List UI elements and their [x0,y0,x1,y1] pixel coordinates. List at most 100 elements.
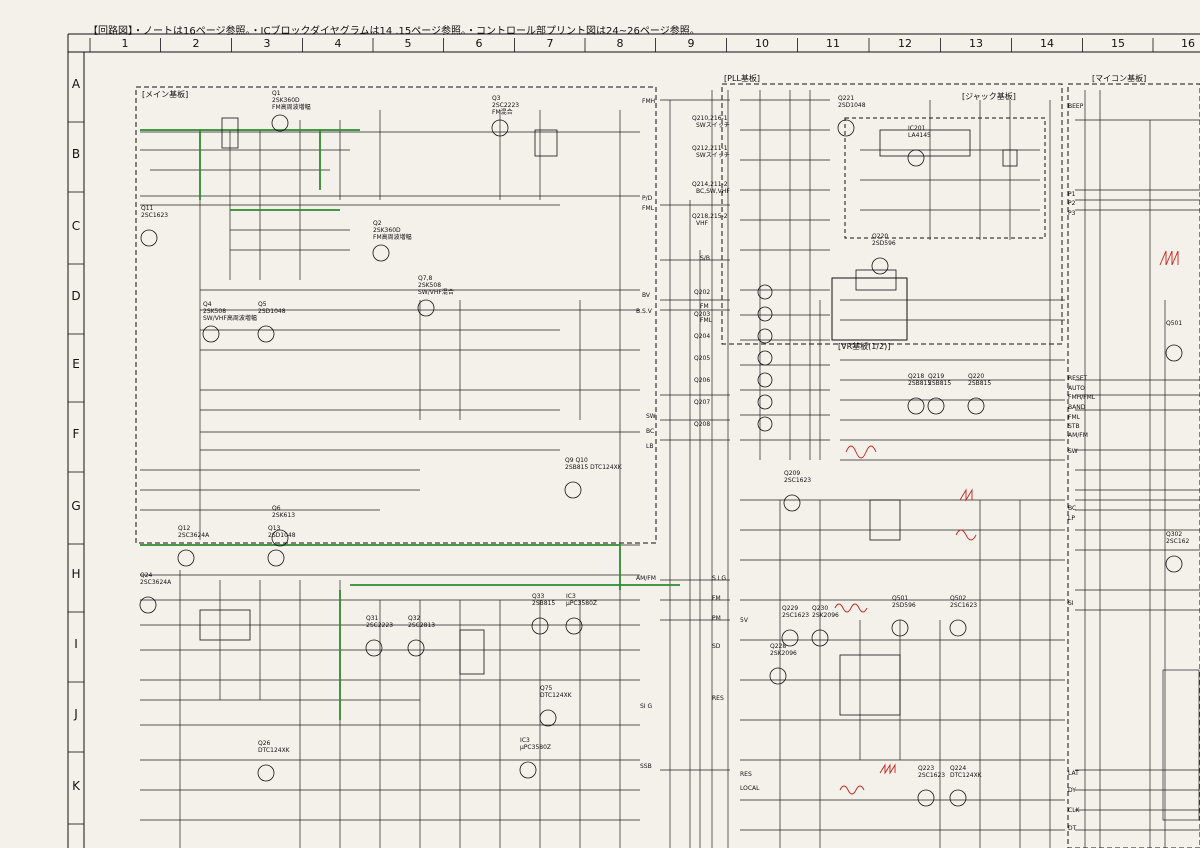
transistor-symbol [811,629,829,647]
micom-signal-label: SW [1068,448,1078,455]
component-name-q13: Q13 [268,525,281,532]
component-name-q2: Q2 [373,220,382,227]
column-number: 6 [476,37,483,50]
connector-signal-label: FM [712,595,721,602]
column-number: 14 [1040,37,1054,50]
transistor-symbol [783,494,801,512]
component-part-q12: 2SC3624A [178,532,210,539]
micom-signal-label: LP [1068,515,1075,522]
transistor-symbols [139,114,1183,807]
row-letter: G [71,499,80,513]
micom-signal-label: CLK [1068,807,1081,814]
component-name-q33: Q33 [532,593,545,600]
row-letter: K [72,779,81,793]
pll-transistor-label: Q208 [694,421,710,428]
connector-signal-label: BV [642,292,651,299]
transistor-symbol [531,617,549,635]
pll-group-role: SWスイッチ [696,122,730,129]
column-number: 2 [193,37,200,50]
waveform-annotations [834,250,1179,795]
column-number: 8 [617,37,624,50]
component-part-q33: 2SB815 [532,600,555,607]
component-part-q502: 2SC1623 [950,602,977,609]
pll-transistor-label: Q204 [694,333,710,340]
component-name-q221: Q221 [838,95,854,102]
pll-transistor-label: Q205 [694,355,710,362]
component-part-q224: DTC124XK [950,772,983,779]
transistor-symbol [271,114,289,132]
micom-signal-label: DY [1068,787,1076,794]
micom-signal-label: P2 [1068,200,1076,207]
component-part-q223: 2SC1623 [918,772,945,779]
transistor-symbol [1165,344,1183,362]
micom-signal-label: STB [1068,423,1080,430]
component-name-q501b: Q501 [1166,320,1182,327]
connector-signal-label: 5V [740,617,749,624]
pll-transistor-symbol [757,372,773,388]
component-part-q302: 2SC162 [1166,538,1189,545]
micom-signal-label: LAT [1068,770,1079,777]
column-number: 3 [264,37,271,50]
transistor-symbol [837,119,855,137]
component-name-ic3a: IC3 [566,593,576,600]
connector-signal-label: FMH [642,98,655,105]
micom-signal-labels: BEEPP1P2P3RESETAUTOFMH/FMLBANDFMLSTBAM/F… [1068,103,1096,832]
connector-signal-label: FM [700,303,709,310]
transistor-symbol [967,397,985,415]
column-number: 4 [335,37,342,50]
column-number: 1 [122,37,129,50]
transistor-symbol [781,629,799,647]
row-letter: E [72,357,80,371]
component-role-q2: FM高周波増幅 [373,233,412,241]
transistor-symbol [539,709,557,727]
column-number: 12 [898,37,912,50]
transistor-symbol [907,397,925,415]
connector-signal-label: LB [646,443,653,450]
connector-signal-label: FML [700,317,713,324]
component-name-q501: Q501 [892,595,908,602]
transistor-symbol [139,596,157,614]
component-name-q224: Q224 [950,765,966,772]
component-part-q6: 2SK613 [272,512,295,519]
component-name-q220b: Q220 [968,373,984,380]
component-name-q6: Q6 [272,505,281,512]
micom-signal-label: P1 [1068,191,1076,198]
component-name-q31: Q31 [366,615,379,622]
transistor-symbol [417,299,435,317]
connector-signal-label: SSB [640,763,652,770]
pll-group-name: Q214,211-2 [692,181,728,188]
transistor-symbol [140,229,158,247]
connector-signal-label: SW [646,413,656,420]
transistor-symbol [365,639,383,657]
pll-group-role: BC,SW,VHF [696,188,730,195]
component-name-q228: Q228 [770,643,786,650]
micom-board-label: [マイコン基板] [1092,73,1146,83]
micom-signal-label: AM/FM [1068,432,1088,439]
component-name-q11: Q11 [141,205,154,212]
row-letter: I [74,637,78,651]
pll-transistor-symbol [757,306,773,322]
component-role-q4: SW/VHF高周波増幅 [203,314,257,322]
connector-signal-label: BC [646,428,654,435]
connector-signal-label: RES [740,771,752,778]
component-part-q31: 2SC2223 [366,622,393,629]
micom-signal-label: FMH/FML [1068,394,1096,401]
micom-signal-label: BC [1068,505,1076,512]
component-name-q1: Q1 [272,90,281,97]
component-part-q221: 2SD1048 [838,102,866,109]
pll-transistor-label: Q207 [694,399,710,406]
component-part-q26: DTC124XK [258,747,291,754]
component-part-q75: DTC124XK [540,692,573,699]
transistor-symbol [257,325,275,343]
transistor-symbol [202,325,220,343]
component-part-q3: 2SC2223 [492,102,519,109]
connector-signal-label: AM/FM [636,575,656,582]
transistor-symbol [949,789,967,807]
micom-board-outline [1067,83,1200,848]
pll-group-name: Q212,211-1 [692,145,728,152]
micom-signal-label: AUTO [1068,385,1085,392]
component-name-q910: Q9 Q10 [565,457,588,464]
